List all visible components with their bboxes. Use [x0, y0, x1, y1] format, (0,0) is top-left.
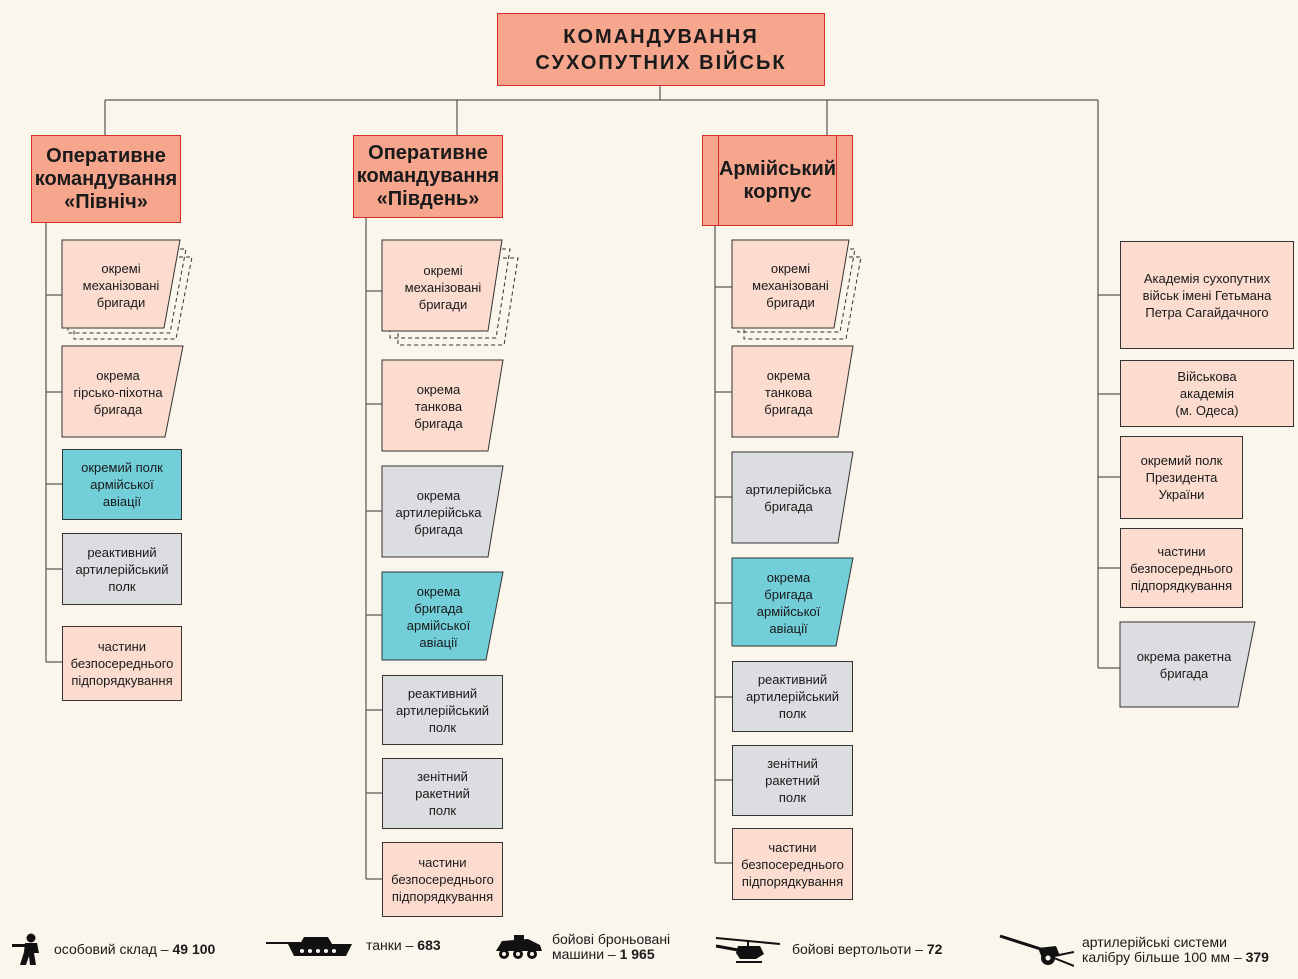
- legend-armored-vehicles: бойові броньовані машини – 1 965: [492, 932, 670, 962]
- corps-rocket-artillery-regiment: реактивний артилерійський полк: [732, 661, 853, 732]
- artillery-icon: [999, 934, 1074, 967]
- army-corps: Армійський корпус: [702, 135, 853, 226]
- north-army-aviation-regiment: окремий полк армійської авіації: [62, 449, 182, 520]
- corps-army-aviation-brigade: окрема бригада армійської авіації: [731, 557, 854, 647]
- unit-label: окремі механізовані бригади: [752, 260, 829, 310]
- corps-artillery-brigade: артилерійська бригада: [731, 451, 854, 544]
- north-rocket-artillery-regiment: реактивний артилерійський полк: [62, 533, 182, 605]
- corps-tank-brigade: окрема танкова бригада: [731, 345, 854, 438]
- unit-label: окрема танкова бригада: [414, 381, 463, 431]
- separate-missile-brigade: окрема ракетна бригада: [1119, 621, 1256, 708]
- south-air-defense-missile-regiment: зенітний ракетний полк: [382, 758, 503, 829]
- legend-helicopters: бойові вертольоти – 72: [712, 932, 942, 966]
- legend-label: особовий склад –: [54, 940, 173, 957]
- legend-tanks: танки – 683: [266, 932, 441, 958]
- south-direct-units: частини безпосереднього підпорядкування: [382, 842, 503, 917]
- south-artillery-brigade: окрема артилерійська бригада: [381, 465, 504, 558]
- corps-direct-units: частини безпосереднього підпорядкування: [732, 828, 853, 900]
- legend-value: 72: [926, 940, 943, 957]
- soldier-icon: [12, 933, 39, 965]
- ground-forces-academy: Академія сухопутних військ імені Гетьман…: [1120, 241, 1294, 349]
- south-rocket-artillery-regiment: реактивний артилерійський полк: [382, 675, 503, 745]
- legend-value: 683: [417, 936, 441, 953]
- legend-value: 1 965: [619, 946, 655, 962]
- unit-label: окрема бригада армійської авіації: [406, 583, 471, 650]
- north-direct-units: частини безпосереднього підпорядкування: [62, 626, 182, 701]
- unit-label: окрема бригада армійської авіації: [756, 569, 821, 636]
- legend-label: танки –: [366, 936, 418, 953]
- south-command: Оперативне командування «Південь»: [353, 135, 503, 218]
- legend-label: бойові вертольоти –: [792, 940, 927, 957]
- unit-label: окремі механізовані бригади: [404, 262, 482, 312]
- unit-label: окрема гірсько-піхотна бригада: [73, 367, 163, 417]
- north-mechanized-brigades: окремі механізовані бригади: [61, 239, 194, 340]
- corps-air-defense-missile-regiment: зенітний ракетний полк: [732, 745, 853, 816]
- north-mountain-infantry-brigade: окрема гірсько-піхотна бригада: [61, 345, 184, 438]
- legend-value: 49 100: [172, 940, 216, 957]
- south-army-aviation-brigade: окрема бригада армійської авіації: [381, 571, 504, 661]
- legend-label: бойові броньовані машини –: [552, 931, 671, 962]
- unit-label: окрема танкова бригада: [764, 367, 813, 417]
- military-academy-odesa: Військова академія (м. Одеса): [1120, 360, 1294, 427]
- unit-label: окрема ракетна бригада: [1136, 649, 1232, 681]
- unit-label: артилерійська бригада: [745, 482, 832, 514]
- legend-personnel: особовий склад – 49 100: [10, 932, 215, 966]
- ground-forces-command: КОМАНДУВАННЯ СУХОПУТНИХ ВІЙСЬК: [497, 13, 825, 86]
- corps-mechanized-brigades: окремі механізовані бригади: [731, 239, 863, 340]
- tank-icon: [266, 937, 352, 956]
- armored-vehicle-icon: [496, 935, 542, 959]
- south-tank-brigade: окрема танкова бригада: [381, 359, 504, 452]
- north-command: Оперативне командування «Північ»: [31, 135, 181, 223]
- direct-subordination-units: частини безпосереднього підпорядкування: [1120, 528, 1243, 608]
- legend-label: артилерійські системи калібру більше 100…: [1082, 934, 1242, 965]
- presidential-regiment: окремий полк Президента України: [1120, 436, 1243, 519]
- helicopter-icon: [715, 937, 781, 963]
- unit-label: окремі механізовані бригади: [82, 260, 160, 310]
- legend-value: 379: [1245, 949, 1269, 965]
- unit-label: окрема артилерійська бригада: [395, 487, 482, 537]
- legend-artillery: артилерійські системи калібру більше 100…: [998, 932, 1269, 968]
- south-mechanized-brigades: окремі механізовані бригади: [381, 239, 520, 346]
